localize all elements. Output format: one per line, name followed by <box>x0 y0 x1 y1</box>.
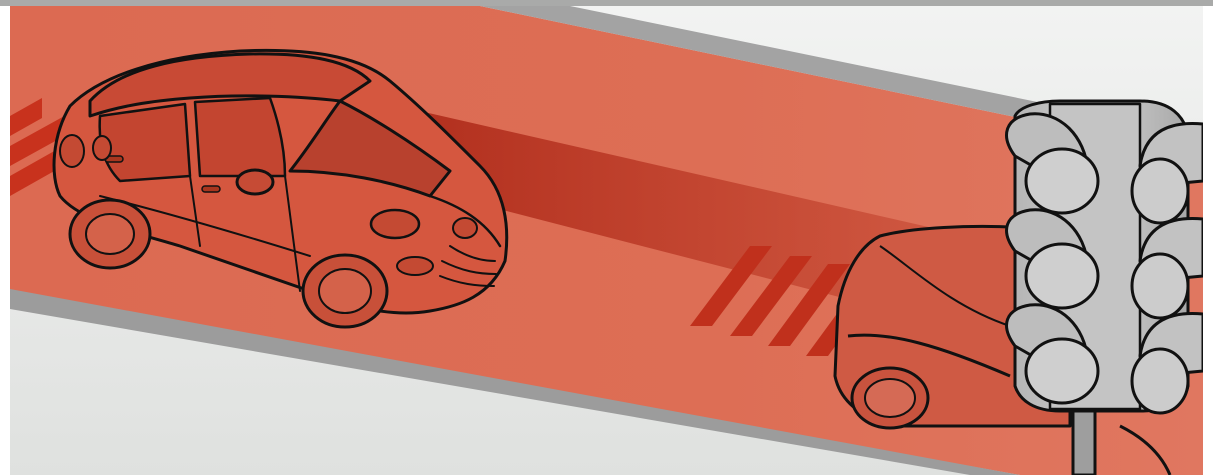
left-border <box>0 6 10 475</box>
right-border <box>1203 6 1213 475</box>
scene-illustration <box>10 6 1203 475</box>
